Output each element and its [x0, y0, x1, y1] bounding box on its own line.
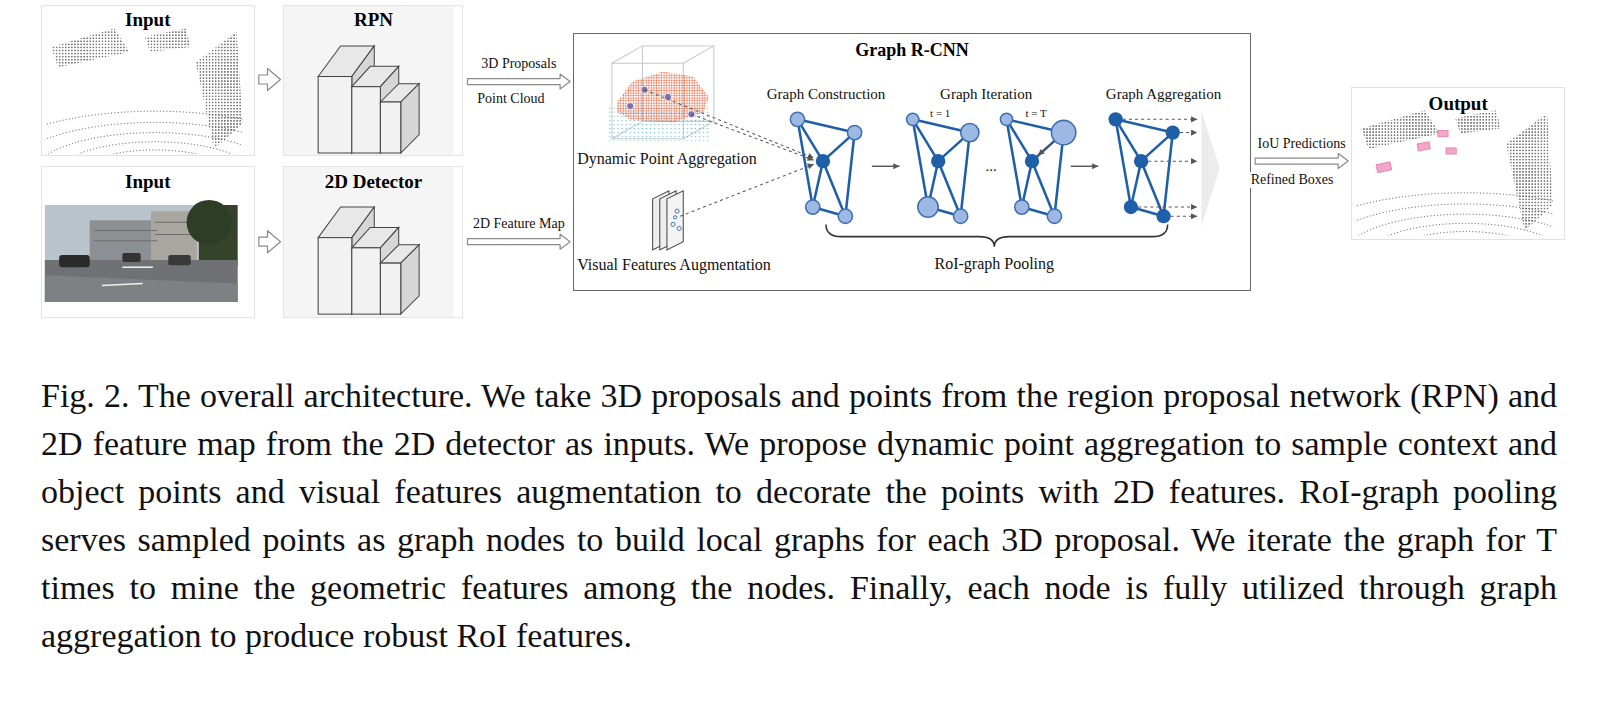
panel-title: Output — [1352, 93, 1564, 115]
panel-title: Input — [42, 171, 254, 193]
panel-title: RPN — [284, 9, 462, 31]
panel-box: Input — [41, 5, 255, 156]
text-label: RoI-graph Pooling — [935, 255, 1055, 273]
label-slot: Refined Boxes — [1249, 172, 1336, 188]
label-slot: RoI-graph Pooling — [935, 255, 1055, 273]
label-slot: Graph Aggregation — [1106, 86, 1221, 103]
label-slot: Visual Features Augmentation — [577, 256, 771, 274]
label-slot: t = T — [1025, 107, 1046, 119]
text-label: Graph Iteration — [940, 86, 1032, 103]
label-slot: Graph Iteration — [940, 86, 1032, 103]
hollow-arrow — [259, 69, 281, 91]
text-label: t = T — [1025, 107, 1046, 119]
text-label: Graph Construction — [767, 86, 886, 103]
edge-label: 3D Proposals — [479, 56, 558, 72]
text-label: Point Cloud — [475, 91, 546, 107]
panel-box: Output — [1351, 87, 1565, 240]
label-slot: Dynamic Point Aggregation — [577, 150, 757, 168]
hollow-arrow — [468, 74, 571, 89]
panel-box: Input — [41, 166, 255, 318]
label-slot: IoU Predictions — [1256, 136, 1348, 152]
hollow-arrow — [1255, 154, 1348, 169]
text-label: Refined Boxes — [1249, 172, 1336, 188]
label-slot: Graph Construction — [767, 86, 886, 103]
text-label: ... — [986, 158, 997, 175]
text-label: t = 1 — [930, 107, 950, 119]
text-label: Visual Features Augmentation — [577, 256, 771, 274]
hollow-arrow — [259, 231, 281, 253]
label-slot: 3D Proposals — [479, 56, 558, 72]
edge-label: 2D Feature Map — [471, 216, 567, 232]
hollow-arrow — [468, 234, 571, 249]
panel-title: Graph R-CNN — [574, 40, 1250, 61]
label-slot: 2D Feature Map — [471, 216, 567, 232]
edge-label: IoU Predictions — [1256, 136, 1348, 152]
text-label: Dynamic Point Aggregation — [577, 150, 757, 168]
figure-caption: Fig. 2. The overall architecture. We tak… — [41, 372, 1557, 660]
label-slot: Point Cloud — [475, 91, 546, 107]
caption-slot: Fig. 2. The overall architecture. We tak… — [41, 372, 1557, 660]
panel-title: Input — [42, 9, 254, 31]
label-slot: t = 1 — [930, 107, 950, 119]
panel-box: 2D Detector — [283, 166, 463, 318]
text-label: Graph Aggregation — [1106, 86, 1221, 103]
panel-title: 2D Detector — [284, 171, 462, 193]
panel-box: RPN — [283, 5, 463, 156]
label-slot: ... — [986, 158, 997, 175]
